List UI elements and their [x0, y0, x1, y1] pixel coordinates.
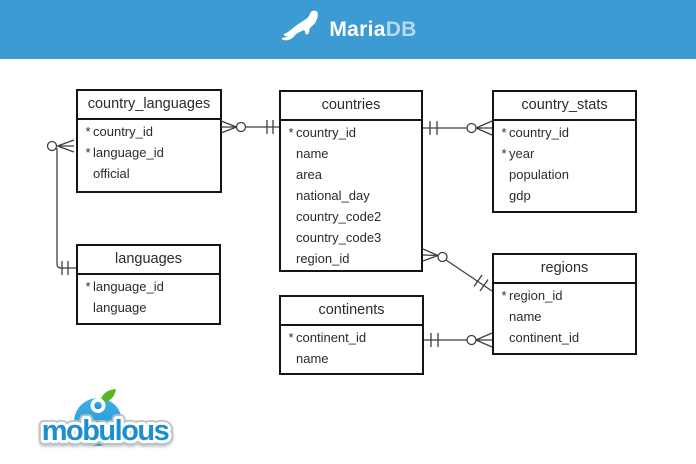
table-languages[interactable]: languages *language_id language: [76, 244, 221, 325]
table-fields: *country_id *language_id official: [78, 120, 220, 184]
field-row: official: [93, 166, 130, 181]
field-row: *year: [501, 146, 535, 161]
table-fields: *language_id language: [78, 275, 219, 318]
svg-text:mobulous: mobulous: [42, 415, 169, 447]
table-title: country_stats: [494, 92, 635, 121]
field-row: national_day: [296, 188, 370, 203]
field-row: *language_id: [85, 279, 164, 294]
field-row: gdp: [509, 188, 531, 203]
table-title: regions: [494, 255, 635, 284]
field-row: language: [93, 300, 147, 315]
field-row: country_code2: [296, 209, 382, 224]
table-title: continents: [281, 297, 422, 326]
field-row: area: [296, 167, 323, 182]
brand-maria: Maria: [329, 18, 386, 41]
field-row: *region_id: [501, 288, 563, 303]
svg-text:mobulous: mobulous: [42, 415, 169, 447]
mariadb-seal-icon: [282, 10, 319, 40]
field-row: *continent_id: [288, 330, 367, 345]
brand-text: MariaDB: [329, 19, 416, 40]
table-country_stats[interactable]: country_stats *country_id *year population…: [492, 90, 637, 213]
table-title: languages: [78, 246, 219, 275]
mobulous-wordmark: mobulous mobulous mobulous: [37, 410, 175, 452]
field-row: *country_id: [501, 125, 569, 140]
field-row: *country_id: [85, 124, 153, 139]
svg-text:mobulous: mobulous: [42, 415, 169, 447]
field-row: *country_id: [288, 125, 356, 140]
field-row: name: [509, 309, 542, 324]
table-country_languages[interactable]: country_languages *country_id *language_i…: [76, 89, 222, 193]
er-diagram: country_languages *country_id *language_i…: [0, 59, 696, 464]
brand-db: DB: [385, 18, 417, 41]
field-row: *language_id: [85, 145, 164, 160]
mobulous-logo: mobulous mobulous mobulous: [34, 384, 178, 458]
field-row: population: [509, 167, 569, 182]
table-title: country_languages: [78, 91, 220, 120]
field-row: continent_id: [509, 330, 580, 345]
table-title: countries: [281, 92, 421, 121]
table-fields: *country_id *year population gdp: [494, 121, 635, 206]
field-row: region_id: [296, 251, 350, 266]
field-row: name: [296, 146, 329, 161]
mariadb-logo: MariaDB: [279, 10, 416, 49]
field-row: country_code3: [296, 230, 382, 245]
mobulous-leaf-icon: [100, 389, 116, 403]
field-row: name: [296, 351, 329, 366]
mobulous-apple-icon: [74, 389, 122, 446]
header-banner: MariaDB: [0, 0, 696, 59]
